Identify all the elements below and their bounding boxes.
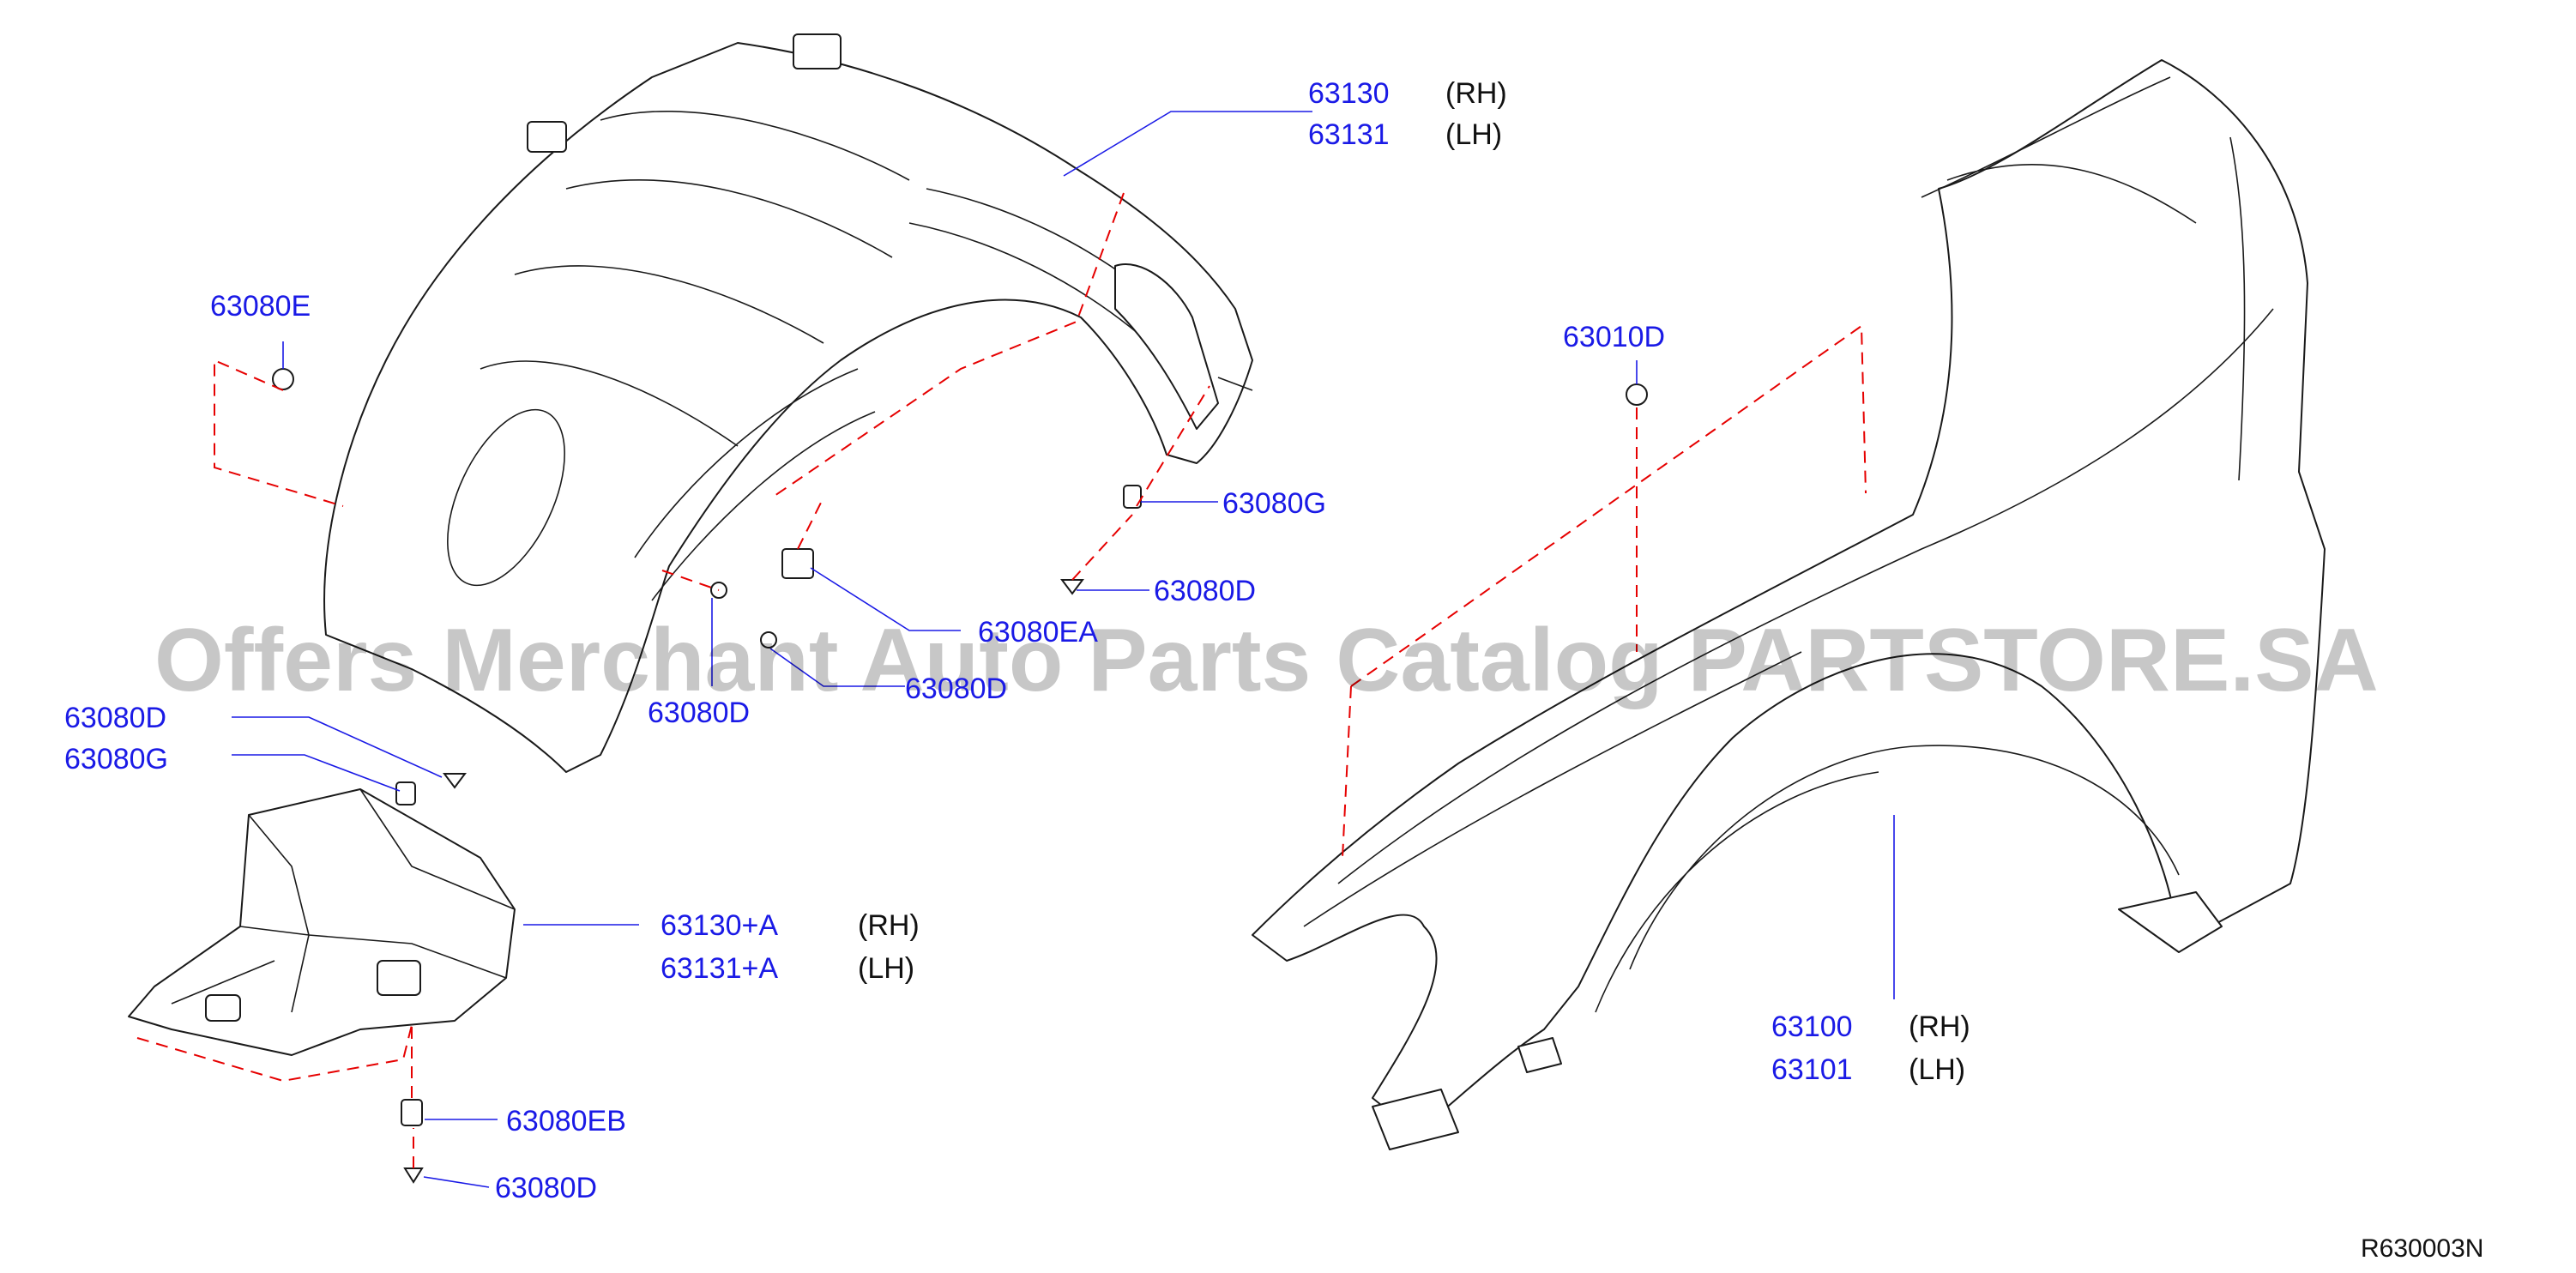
shield-clip-hole [377,960,421,996]
callout-63080EB[interactable]: 63080EB [506,1105,626,1137]
liner-mount-boss [527,121,567,153]
callout-63131A-side: (LH) [858,952,914,985]
callout-63101[interactable]: 63101 [1771,1053,1853,1086]
callout-63080D-upper[interactable]: 63080D [1154,575,1256,607]
fender-panel [1252,59,2326,1133]
fender-mount-tab [1517,1037,1562,1073]
callout-63100[interactable]: 63100 [1771,1011,1853,1043]
dash-63080EA [797,497,824,550]
shield-mount-hole [205,994,241,1022]
callout-63131[interactable]: 63131 [1308,118,1390,151]
callout-labels: 63130 (RH) 63131 (LH) 63080E 63080G 6308… [64,77,1970,1204]
liner-ribs [480,111,1167,601]
front-fender-illustration [1252,59,2326,1150]
callout-63080D-mid[interactable]: 63080D [648,697,750,729]
callout-63131A[interactable]: 63131+A [661,952,778,985]
fender-liner-body [323,42,1253,773]
splash-shield-illustration [128,788,516,1083]
fender-rear-bracket [2118,891,2223,953]
callout-63130A-side: (RH) [858,909,920,942]
screw-63080D-upper [1060,579,1084,595]
callout-63130-side: (RH) [1445,77,1507,110]
liner-tab [1217,377,1253,391]
callout-63080D-lower[interactable]: 63080D [905,673,1007,705]
dash-63080G [1136,385,1210,507]
leader-63080D-lower [769,648,905,687]
leader-63080D-shield [232,716,443,778]
callout-63130[interactable]: 63130 [1308,77,1390,110]
assembly-lines [214,192,1867,1168]
leader-63080G-shield [232,754,401,792]
leader-lines [232,111,1895,1188]
clip-63080EB [401,1099,423,1126]
dash-63080D-upper [1071,514,1133,581]
dash-63080E [214,359,344,507]
dash-63080D-mid [661,570,720,591]
liner-wheel-opening [447,408,565,587]
callout-63080G-shield[interactable]: 63080G [64,743,168,775]
dash-fender-top [1350,324,1867,687]
leader-63080D-bottom [423,1176,490,1188]
bolt-63010D [1626,383,1648,406]
callout-63080EA[interactable]: 63080EA [978,616,1098,649]
fender-front-bracket [1372,1089,1459,1150]
callout-63100-side: (RH) [1909,1011,1970,1043]
callout-63080G-upper[interactable]: 63080G [1222,487,1326,520]
callout-63101-side: (LH) [1909,1053,1965,1086]
liner-rear-flap [1114,263,1219,430]
fender-liner-illustration [323,33,1253,773]
screw-63080D-lower [760,631,777,649]
clip-63080G-upper [1123,485,1142,509]
callout-63080E[interactable]: 63080E [210,290,311,323]
screw-63080D-shield-top [443,773,467,789]
fender-body-lines [1303,76,2274,1013]
callout-63080D-shield[interactable]: 63080D [64,702,166,734]
leader-63080EA [810,567,961,631]
dash-upper-liner [771,192,1125,498]
callout-63010D[interactable]: 63010D [1563,321,1665,353]
splash-shield-body [128,788,516,1056]
fasteners [272,368,1648,1184]
callout-63080D-bottom[interactable]: 63080D [495,1172,597,1204]
clip-63080EA [781,548,814,579]
screw-63080D-bottom [403,1167,424,1184]
liner-mount-boss-top [793,33,842,69]
drawing-code: R630003N [2361,1234,2483,1263]
callout-63130A[interactable]: 63130+A [661,909,778,942]
leader-63130 [1063,111,1312,177]
clip-63080G-shield [395,781,416,805]
splash-shield-folds [171,788,516,1013]
watermark-text: Offers Merchant Auto Parts Catalog PARTS… [154,611,2379,710]
dash-fender-front [1342,685,1352,859]
callout-63131-side: (LH) [1445,118,1502,151]
